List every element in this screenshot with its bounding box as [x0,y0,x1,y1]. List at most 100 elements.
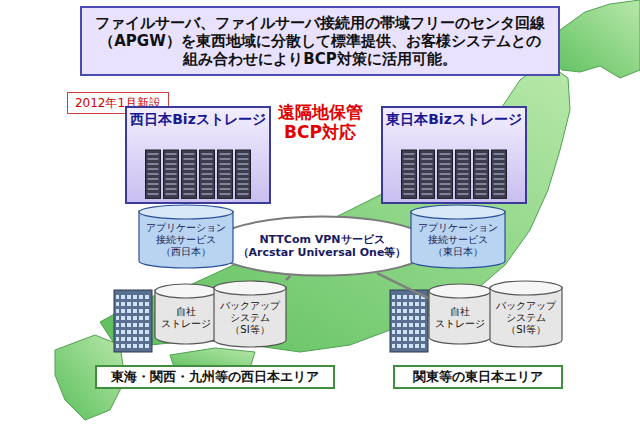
rack-slot [458,188,469,190]
node-label: 自社 ストレージ [159,306,213,330]
storage-center: 西日本Bizストレージ [125,106,271,204]
rack-slot [476,183,487,185]
node-label: 自社 ストレージ [433,306,487,330]
rack-slot [440,173,451,175]
rack-slot [238,173,249,175]
vpn-cloud: NTTCom VPNサービス （Arcstar Universal One等） [209,215,435,277]
rack-slot [148,163,159,165]
rack-slot [238,168,249,170]
rack-slot [148,193,159,195]
node-label: 東海・関西・九州等の西日本エリア [111,369,319,385]
rack-slot [494,183,505,185]
rack-slot [440,163,451,165]
rack-slot [458,173,469,175]
rack-slot [476,153,487,155]
cylinder-body [490,287,562,347]
rack-slot [422,158,433,160]
rack-slot [458,153,469,155]
rack-slot [422,178,433,180]
rack-slot [404,158,415,160]
rack-slot [148,168,159,170]
rack-slot [404,178,415,180]
honshu [100,62,570,352]
rack-slot [476,193,487,195]
server-rack [456,150,471,198]
rack-slot [184,173,195,175]
rack-slot [202,163,213,165]
rack-slot [494,168,505,170]
cylinder-top [411,205,505,219]
rack-slot [184,168,195,170]
rack-slot [220,158,231,160]
rack-slot [220,168,231,170]
rack-slot [166,153,177,155]
server-rack [438,150,453,198]
building-windows [116,294,150,348]
rack-slot [422,173,433,175]
rack-slot [220,178,231,180]
server-racks [383,150,525,198]
rack-slot [148,188,159,190]
rack-slot [458,183,469,185]
rack-slot [184,183,195,185]
rack-slot [202,153,213,155]
service-cylinder: アプリケーション 接続サービス （東日本） [410,204,506,269]
rack-slot [422,168,433,170]
rack-slot [458,158,469,160]
rack-slot [494,178,505,180]
rack-slot [184,153,195,155]
note-text: 遠隔地保管 BCP対応 [265,102,375,143]
server-rack [218,150,233,198]
area-box: 東海・関西・九州等の西日本エリア [95,365,335,389]
rack-slot [494,173,505,175]
node-label: バックアップ システム （SI等） [218,300,282,336]
rack-slot [148,153,159,155]
rack-slot [458,163,469,165]
rack-slot [238,178,249,180]
storage-cylinder: 自社 ストレージ [154,283,218,345]
rack-slot [148,173,159,175]
rack-slot [148,183,159,185]
title-text: ファイルサーバ、ファイルサーバ接続用の帯域フリーのセンタ回線 （APGW）を東西… [90,14,550,68]
rack-slot [148,158,159,160]
rack-slot [404,163,415,165]
rack-slot [202,158,213,160]
network-link [377,273,428,298]
rack-slot [166,168,177,170]
center-heading: 西日本Bizストレージ [130,111,266,128]
rack-slot [458,168,469,170]
server-rack [182,150,197,198]
rack-slot [202,168,213,170]
rack-slot [440,183,451,185]
rack-slot [220,153,231,155]
rack-slot [184,163,195,165]
rack-slot [166,193,177,195]
rack-slot [404,188,415,190]
server-racks [127,150,269,198]
node-label: アプリケーション 接続サービス （東日本） [415,222,501,258]
rack-slot [458,193,469,195]
rack-slot [202,183,213,185]
rack-slot [404,193,415,195]
rack-slot [220,183,231,185]
rack-slot [440,193,451,195]
rack-slot [404,183,415,185]
rack-slot [422,183,433,185]
rack-slot [494,193,505,195]
rack-slot [404,173,415,175]
rack-slot [238,163,249,165]
node-label: 関東等の東日本エリア [413,369,543,385]
server-rack [474,150,489,198]
rack-slot [422,153,433,155]
callout-note: 遠隔地保管 BCP対応 [265,102,375,143]
rack-slot [202,178,213,180]
cylinder-top [155,284,217,298]
storage-cylinder: 自社 ストレージ [428,283,492,345]
server-rack [200,150,215,198]
area-box: 関東等の東日本エリア [393,365,563,389]
rack-slot [440,178,451,180]
rack-slot [184,188,195,190]
rack-slot [184,193,195,195]
server-rack [146,150,161,198]
